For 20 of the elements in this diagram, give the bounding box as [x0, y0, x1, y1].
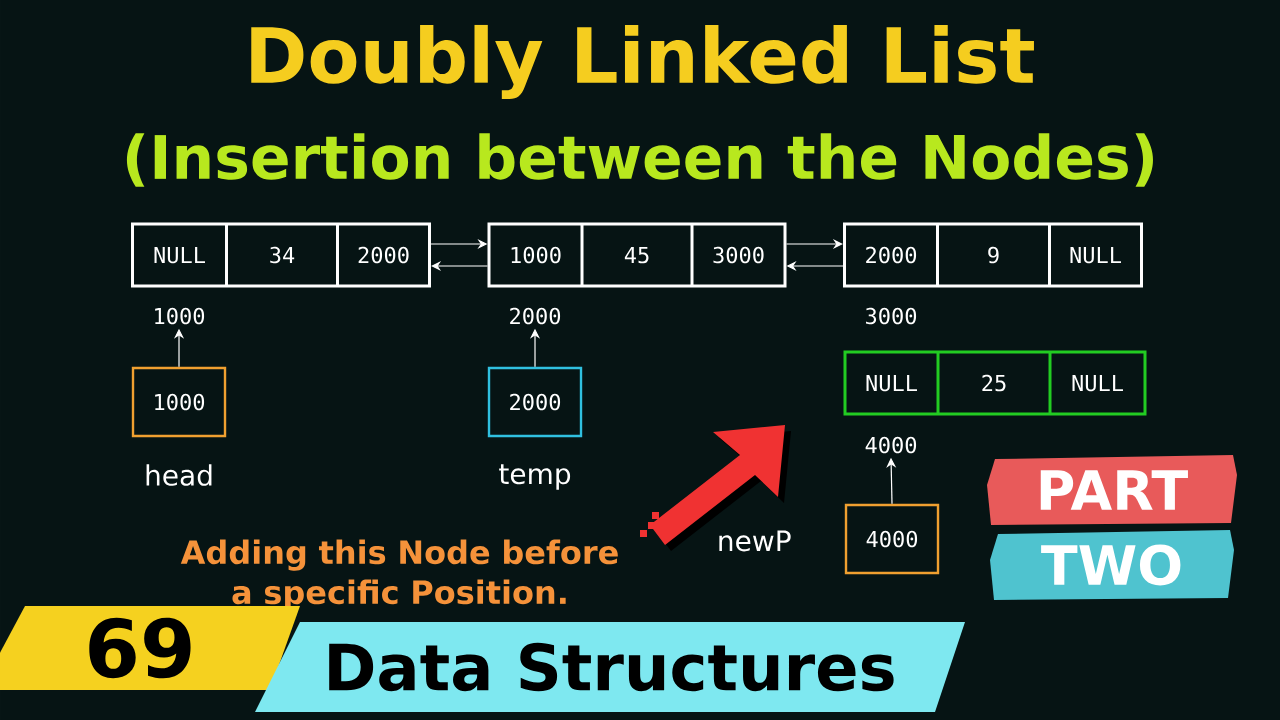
brush-band: TWO [990, 530, 1234, 600]
address-label: 4000 [865, 436, 917, 454]
address-label: 1000 [155, 307, 205, 325]
pointer-box: 1000 [131, 366, 227, 438]
pointer-box: 4000 [844, 503, 940, 575]
banner: 69 [0, 606, 300, 690]
pointer-name: head [146, 464, 212, 486]
pointer-box: 2000 [487, 366, 583, 438]
subtitle: (Insertion between the Nodes) [126, 133, 1153, 187]
list-node: 1000 45 3000 [487, 222, 787, 288]
title: Doubly Linked List [251, 24, 1034, 100]
list-node: 2000 9 NULL [843, 222, 1143, 288]
address-label: 2000 [510, 307, 561, 325]
list-node: NULL 25 NULL [843, 350, 1147, 416]
list-node: NULL 34 2000 [131, 222, 431, 288]
brush-band: PART [987, 455, 1237, 525]
pointer-name: newP [719, 530, 791, 552]
banner: Data Structures [255, 622, 965, 712]
address-label: 3000 [866, 307, 917, 325]
pointer-name: temp [499, 464, 571, 490]
